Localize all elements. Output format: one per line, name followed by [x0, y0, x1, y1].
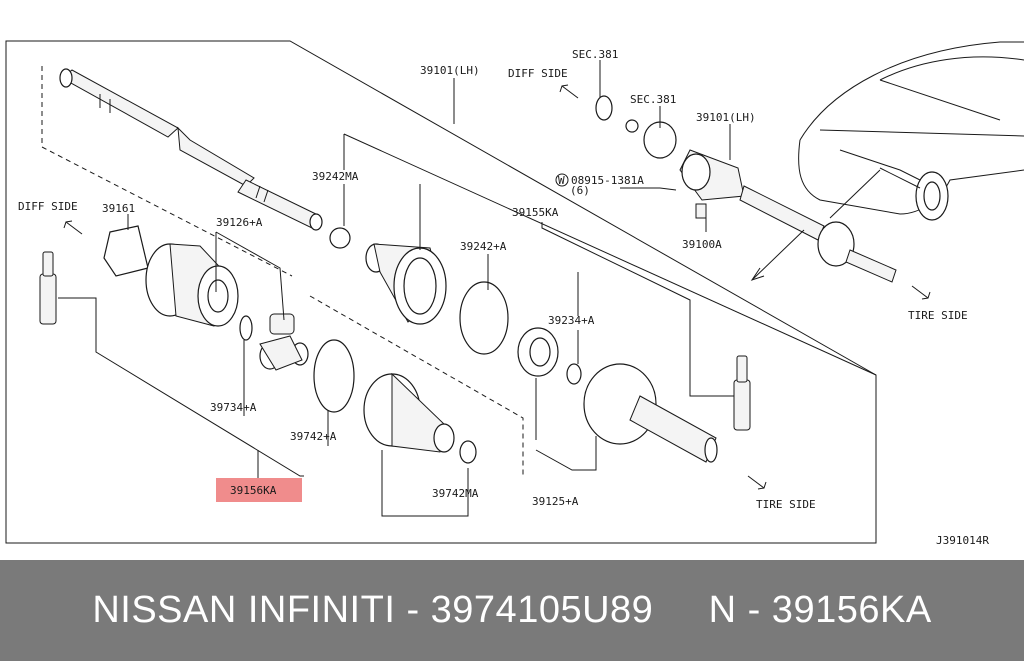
label-39101-top: 39101(LH) — [420, 64, 480, 77]
label-tire-side-upper: TIRE SIDE — [908, 309, 968, 322]
part-outer-joint — [583, 363, 718, 463]
label-39734a: 39734+A — [210, 401, 257, 414]
label-39155ka: 39155KA — [512, 206, 559, 219]
part-ring-39234a — [566, 363, 582, 385]
label-39156ka: 39156KA — [230, 484, 277, 497]
diagram-code: J391014R — [936, 534, 989, 547]
label-39742ma: 39742MA — [432, 487, 479, 500]
leader-lines — [58, 60, 877, 517]
vehicle-illustration — [798, 41, 1024, 221]
bolt-callout: W — [555, 173, 569, 187]
boot-dashed-outline — [309, 295, 524, 478]
label-39100a: 39100A — [682, 238, 722, 251]
label-diff-side-right: DIFF SIDE — [508, 67, 568, 80]
label-39101-right: 39101(LH) — [696, 111, 756, 124]
grease-tube-right — [733, 355, 751, 431]
highlight-39156ka — [216, 478, 302, 502]
label-tire-side-lower: TIRE SIDE — [756, 498, 816, 511]
diff-side-arrow-left — [63, 220, 83, 235]
label-sec381-mid: SEC.381 — [630, 93, 676, 106]
label-39161: 39161 — [102, 202, 135, 215]
part-boot-upper — [365, 243, 447, 325]
parts-diagram: 39101(LH) DIFF SIDE SEC.381 SEC.381 3910… — [5, 40, 1024, 547]
part-tripod — [259, 313, 309, 371]
tire-side-arrow-lower — [747, 475, 767, 490]
axle-assembly-right — [595, 95, 897, 283]
label-diff-side-left: DIFF SIDE — [18, 200, 78, 213]
label-39125a: 39125+A — [532, 495, 579, 508]
label-39126a: 39126+A — [216, 216, 263, 229]
label-bolt-qty: (6) — [570, 184, 590, 197]
vehicle-pointer-arrow — [829, 169, 881, 219]
label-39242a: 39242+A — [460, 240, 507, 253]
part-ring-39734 — [239, 315, 253, 341]
part-inner-race — [517, 327, 559, 377]
part-band-39742a — [313, 339, 355, 413]
part-39161-plate — [103, 225, 149, 277]
direction-arrow — [750, 229, 805, 281]
label-bolt: 08915-1381A — [571, 174, 644, 187]
part-housing — [145, 243, 239, 327]
diff-side-arrow-right — [559, 84, 579, 99]
diagram-frame — [5, 40, 877, 544]
grease-tube-left — [39, 251, 57, 325]
label-39742a: 39742+A — [290, 430, 337, 443]
bolt-prefix: W — [558, 174, 565, 187]
part-band-39242a — [459, 281, 509, 355]
tire-side-arrow-upper — [911, 285, 931, 300]
footer-banner: NISSAN INFINITI - 3974105U89 N - 39156KA — [0, 560, 1024, 661]
label-39242ma: 39242MA — [312, 170, 359, 183]
footer-part-numbers: NISSAN INFINITI - 3974105U89 N - 39156KA — [92, 589, 932, 631]
label-39234a: 39234+A — [548, 314, 595, 327]
drive-shaft — [59, 68, 323, 231]
part-clamp-39742ma — [459, 440, 477, 464]
shaft-dashed-outline — [41, 66, 293, 277]
label-sec381-top: SEC.381 — [572, 48, 618, 61]
part-clamp-39242ma — [329, 227, 351, 249]
part-boot-lower — [363, 372, 455, 453]
